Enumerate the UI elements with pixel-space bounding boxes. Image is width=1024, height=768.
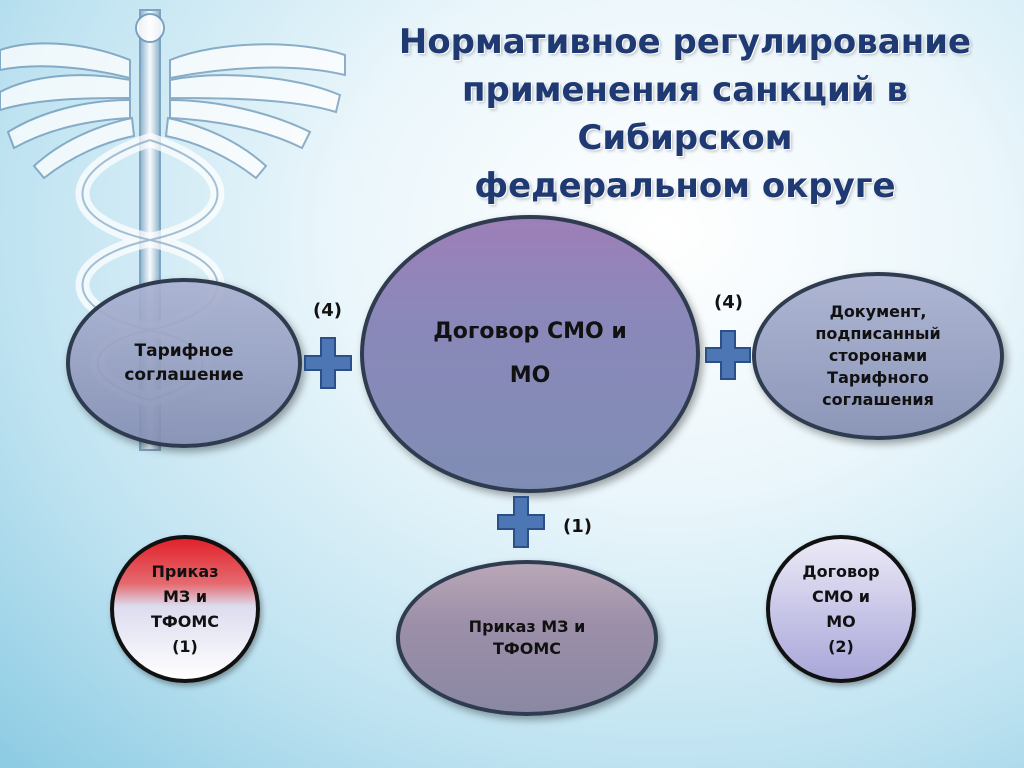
legend-contract-line-3: МО [826, 612, 856, 631]
signed-document-node: Документ, подписанный сторонами Тарифног… [752, 272, 1004, 440]
smo-mo-contract-label-line-1: Договор СМО и [433, 319, 627, 344]
tariff-agreement-label: Тарифное соглашение [124, 341, 244, 385]
legend-order-line-4: (1) [172, 637, 198, 656]
plus-connector-left-icon [304, 337, 352, 389]
order-mz-tfoms-node: Приказ МЗ и ТФОМС [396, 560, 658, 716]
smo-mo-contract-label-line-2: МО [509, 363, 551, 388]
legend-contract-circle: Договор СМО и МО (2) [766, 535, 916, 683]
title-line-3: федеральном округе [474, 166, 896, 206]
legend-contract-line-4: (2) [828, 637, 854, 656]
legend-order-line-3: ТФОМС [150, 612, 220, 631]
tariff-agreement-node: Тарифное соглашение [66, 278, 302, 448]
title-line-2: применения санкций в Сибирском [462, 70, 908, 158]
connector-right-label: (4) [714, 292, 743, 313]
legend-contract-line-2: СМО и [811, 587, 871, 606]
slide-title: Нормативное регулирование применения сан… [360, 18, 1010, 210]
legend-contract-line-1: Договор [802, 562, 880, 581]
order-mz-tfoms-label-line-1: Приказ МЗ и [468, 617, 586, 636]
signed-document-label: Документ, подписанный сторонами Тарифног… [815, 302, 941, 409]
legend-order-line-1: Приказ [151, 562, 219, 581]
plus-connector-right-icon [705, 330, 751, 380]
title-line-1: Нормативное регулирование [398, 22, 972, 62]
legend-order-line-2: МЗ и [162, 587, 208, 606]
legend-order-circle: Приказ МЗ и ТФОМС (1) [110, 535, 260, 683]
connector-left-label: (4) [313, 300, 342, 321]
connector-bottom-label: (1) [563, 516, 592, 537]
order-mz-tfoms-label-line-2: ТФОМС [492, 639, 562, 658]
smo-mo-contract-node: Договор СМО и МО [360, 215, 700, 493]
plus-connector-bottom-icon [497, 496, 545, 548]
